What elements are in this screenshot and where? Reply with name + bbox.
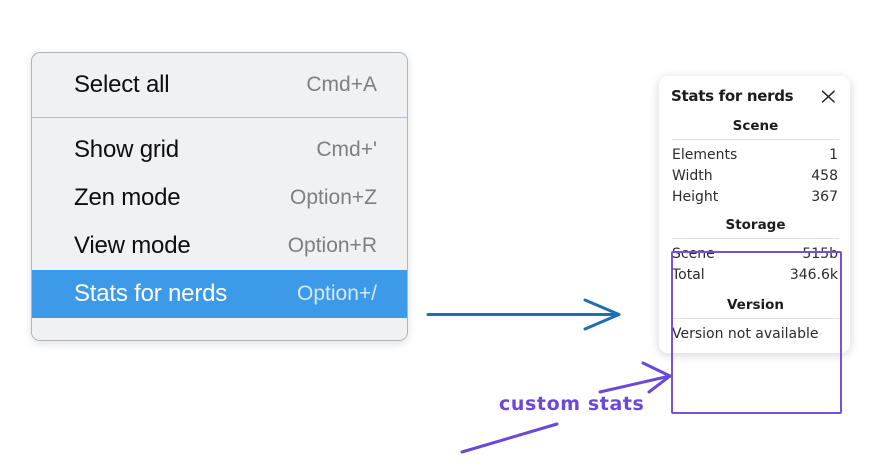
context-menu-section-top: Select all Cmd+A — [32, 53, 407, 117]
stat-value: 1 — [829, 146, 838, 163]
menu-item-shortcut: Option+R — [287, 234, 377, 257]
blue-arrow — [426, 298, 621, 331]
panel-title: Stats for nerds — [671, 87, 794, 105]
stat-key: Total — [672, 266, 705, 283]
purple-underline-stroke — [460, 422, 559, 454]
section-divider — [672, 238, 839, 239]
stats-section-scene: Scene Elements 1 Width 458 Height 367 — [671, 117, 840, 207]
menu-item-shortcut: Cmd+A — [306, 73, 377, 96]
custom-stats-annotation-label: custom stats — [499, 393, 645, 415]
stats-for-nerds-panel[interactable]: Stats for nerds Scene Elements 1 Width 4… — [659, 76, 850, 353]
table-row: Width 458 — [671, 165, 840, 186]
menu-item-shortcut: Option+/ — [297, 282, 377, 305]
section-header-version: Version — [726, 297, 785, 313]
stats-section-version: Version Version not available — [671, 296, 840, 343]
version-not-available-text: Version not available — [672, 326, 819, 342]
menu-item-view-mode[interactable]: View mode Option+R — [32, 222, 407, 270]
stats-panel-header: Stats for nerds — [671, 87, 840, 105]
menu-item-shortcut: Option+Z — [290, 186, 377, 209]
menu-item-label: Select all — [74, 71, 170, 98]
table-row: Height 367 — [671, 186, 840, 207]
table-row: Elements 1 — [671, 144, 840, 165]
table-row: Scene 515b — [671, 243, 840, 264]
stat-value: 458 — [811, 167, 838, 184]
stats-section-storage: Storage Scene 515b Total 346.6k — [671, 216, 840, 285]
menu-item-label: Stats for nerds — [74, 280, 228, 307]
menu-item-label: Show grid — [74, 136, 179, 163]
stat-key: Elements — [672, 146, 738, 163]
section-header-storage: Storage — [725, 217, 786, 233]
stat-key: Scene — [672, 245, 715, 262]
table-row: Total 346.6k — [671, 264, 840, 285]
stat-key: Width — [672, 167, 713, 184]
stat-value: 346.6k — [789, 266, 838, 283]
section-divider — [672, 139, 839, 140]
menu-item-select-all[interactable]: Select all Cmd+A — [32, 59, 407, 111]
stat-value: 515b — [802, 245, 838, 262]
stat-value: 367 — [811, 188, 838, 205]
stat-key: Height — [672, 188, 719, 205]
context-menu-footer-spacer — [32, 318, 407, 340]
section-divider — [672, 318, 839, 319]
menu-item-label: Zen mode — [74, 184, 181, 211]
purple-arrow-to-box — [598, 361, 672, 394]
close-icon[interactable] — [820, 88, 837, 105]
menu-item-stats-for-nerds[interactable]: Stats for nerds Option+/ — [32, 270, 407, 318]
menu-item-shortcut: Cmd+' — [316, 138, 377, 161]
menu-item-zen-mode[interactable]: Zen mode Option+Z — [32, 174, 407, 222]
menu-item-show-grid[interactable]: Show grid Cmd+' — [32, 126, 407, 174]
menu-item-label: View mode — [74, 232, 191, 259]
context-menu[interactable]: Select all Cmd+A Show grid Cmd+' Zen mod… — [31, 52, 408, 341]
section-header-scene: Scene — [732, 118, 779, 134]
context-menu-section-main: Show grid Cmd+' Zen mode Option+Z View m… — [32, 117, 407, 340]
